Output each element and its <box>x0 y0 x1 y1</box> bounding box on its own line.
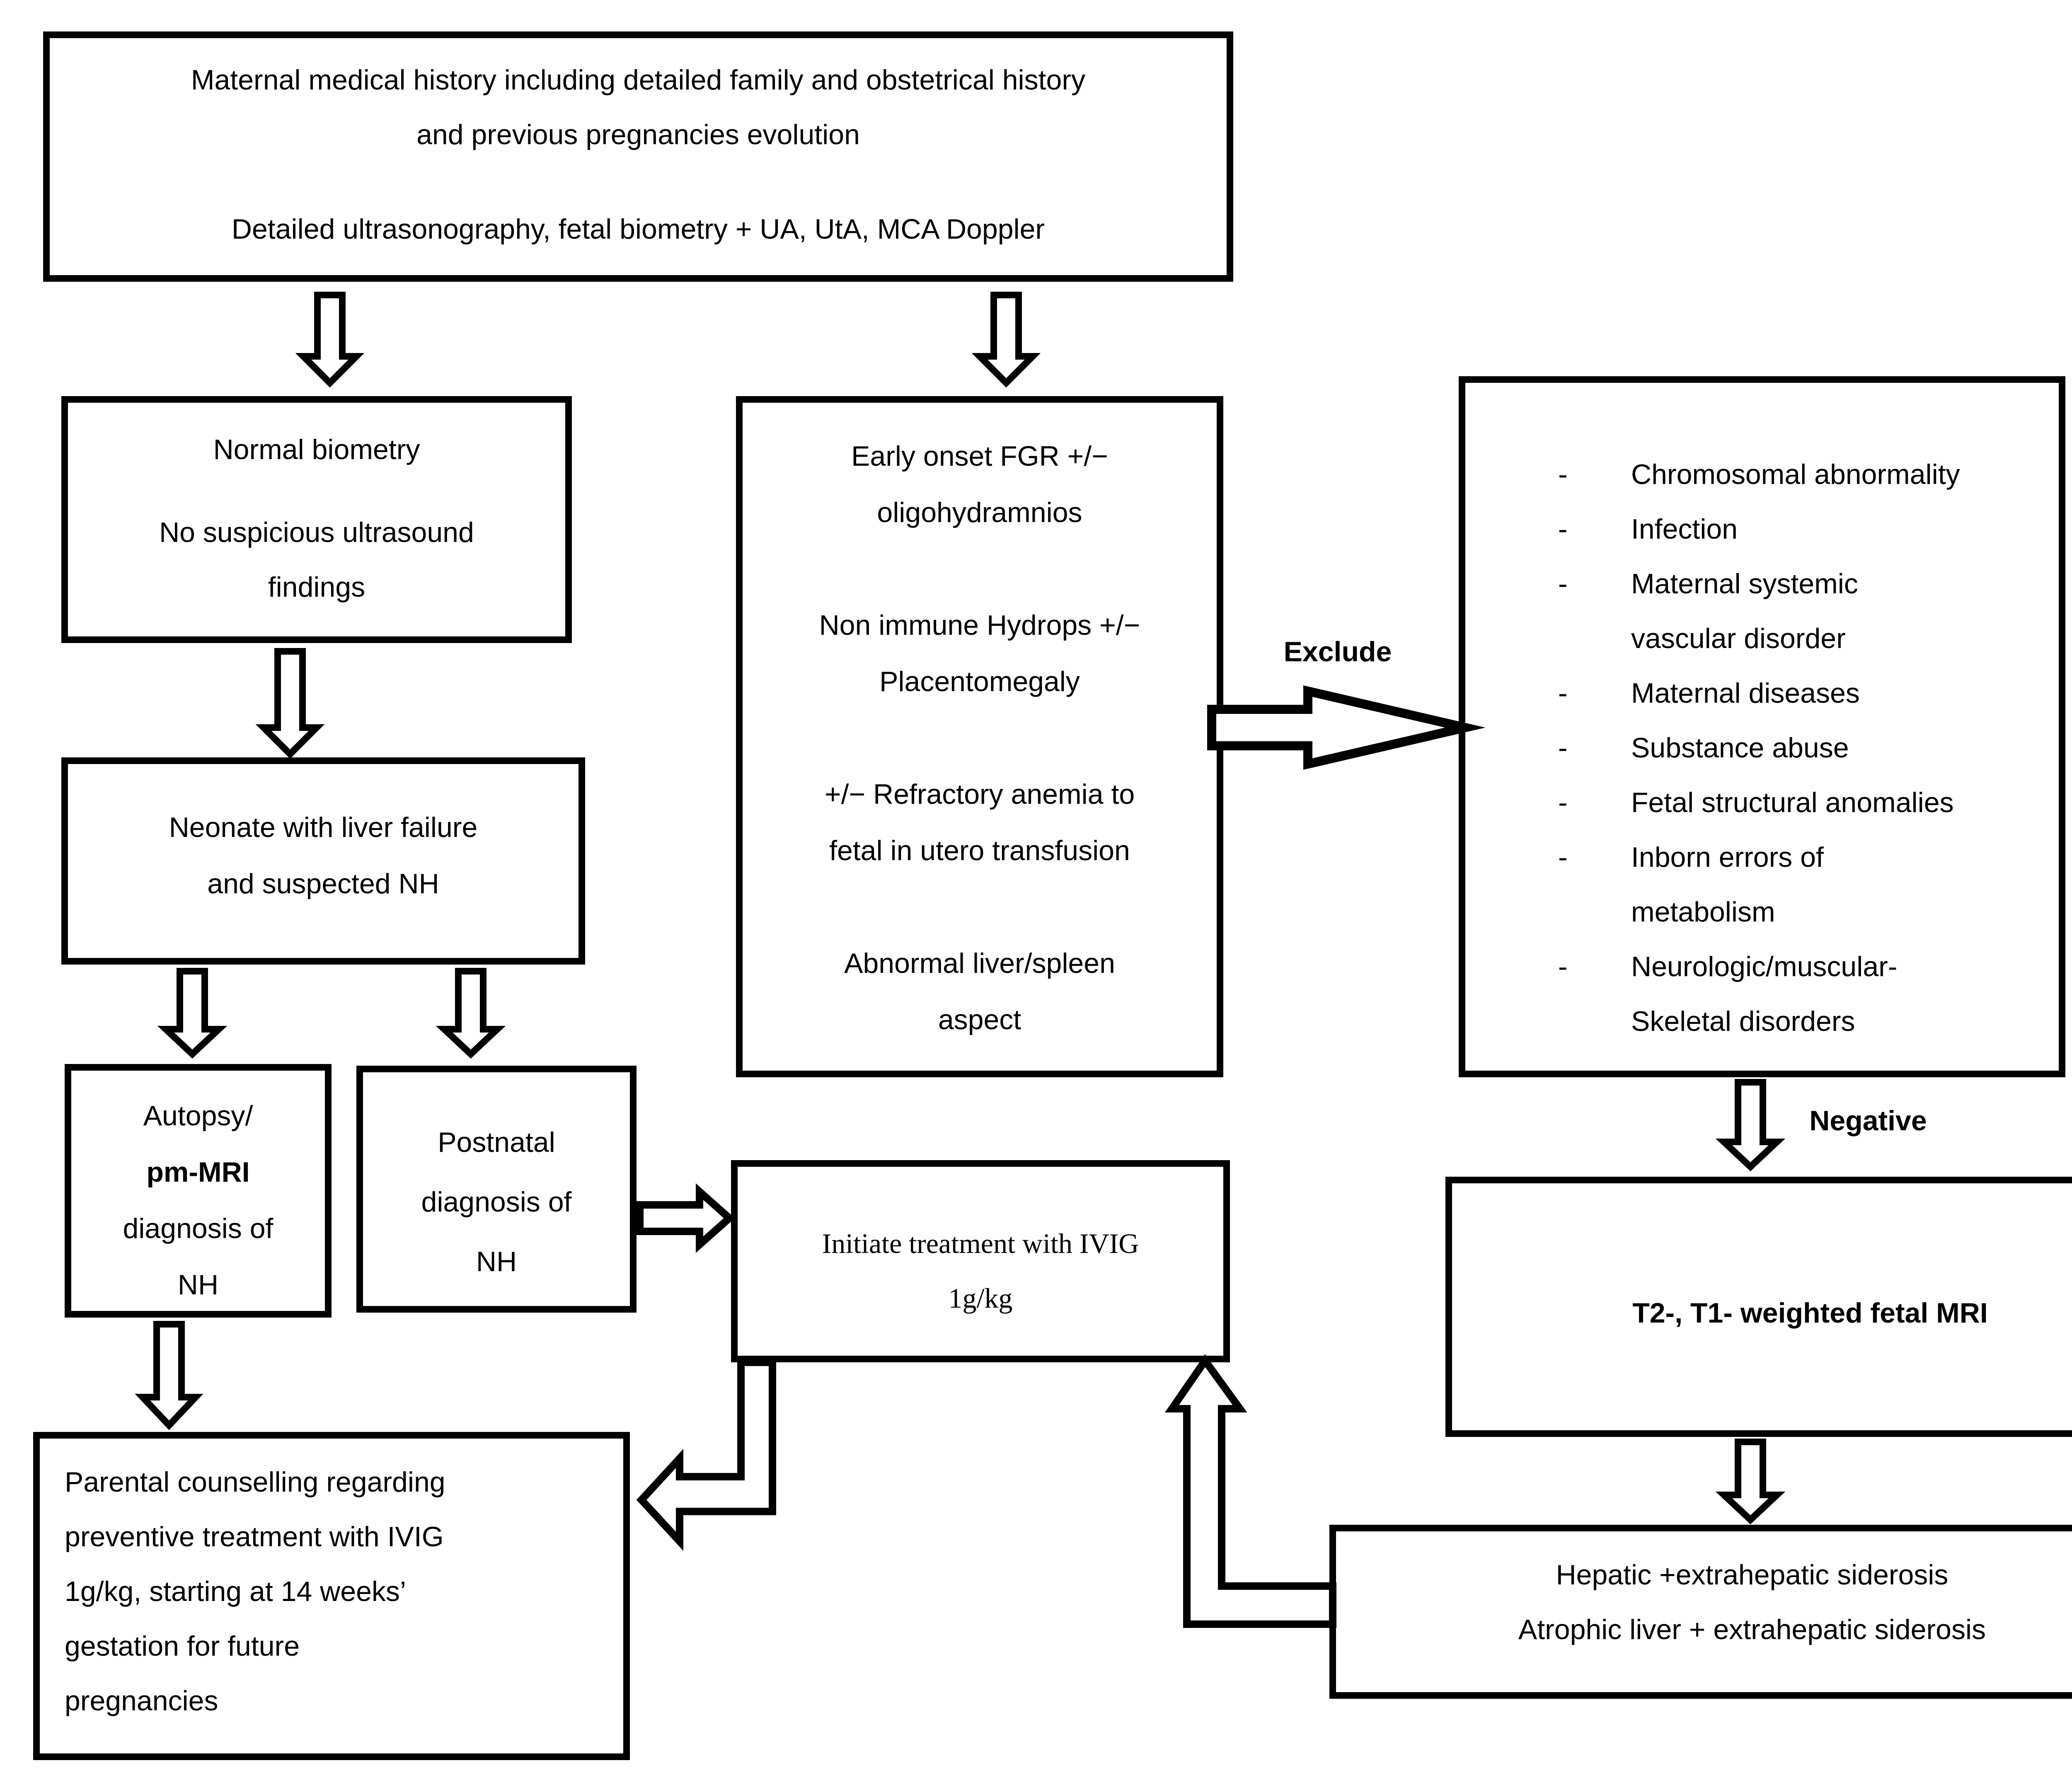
list-item: - Neurologic/muscular- Skeletal disorder… <box>1465 940 2059 1049</box>
list-dash: - <box>1558 951 1568 983</box>
arrow-autopsy-to-parental <box>135 1321 203 1430</box>
box-line: Atrophic liver + extrahepatic siderosis <box>1518 1614 1986 1646</box>
box-line: aspect <box>938 1004 1021 1036</box>
box-line: fetal in utero transfusion <box>829 835 1130 867</box>
spacer <box>743 542 1217 598</box>
box-line: Autopsy/ <box>143 1100 253 1132</box>
box-line: oligohydramnios <box>877 497 1082 529</box>
box-maternal-history: Maternal medical history including detai… <box>43 31 1233 282</box>
box-line: Postnatal <box>438 1127 555 1158</box>
box-exclusion-list: - Chromosomal abnormality - Infection - … <box>1459 376 2065 1077</box>
box-line: Neonate with liver failure <box>169 812 478 844</box>
list-dash: - <box>1558 514 1568 545</box>
list-item-line: vascular disorder <box>1631 623 1846 655</box>
list-item-line: Maternal systemic <box>1631 568 1858 600</box>
box-autopsy-pm-mri: Autopsy/ pm-MRI diagnosis of NH <box>65 1064 332 1318</box>
list-item-line: Neurologic/muscular- <box>1631 951 1898 983</box>
box-line: pregnancies <box>65 1686 218 1717</box>
box-postnatal-diagnosis: Postnatal diagnosis of NH <box>356 1066 637 1313</box>
arrow-exclude-fgr-to-list <box>1207 685 1486 770</box>
label-negative: Negative <box>1809 1105 1927 1137</box>
box-line: Parental counselling regarding <box>65 1467 445 1498</box>
list-item: - Maternal diseases <box>1465 666 2059 721</box>
arrow-mri-to-siderosis <box>1715 1439 1786 1524</box>
list-item: - Inborn errors of metabolism <box>1465 830 2059 940</box>
arrow-normal-to-neonate <box>255 648 325 759</box>
list-item-line: Infection <box>1631 514 1738 545</box>
list-item: - Fetal structural anomalies <box>1465 776 2059 830</box>
spacer <box>743 880 1217 936</box>
label-positive: Positive <box>2050 608 2072 638</box>
list-item-line: Skeletal disorders <box>1631 1006 1855 1037</box>
box-line: Initiate treatment with IVIG <box>822 1228 1139 1260</box>
box-neonate-liver-failure: Neonate with liver failure and suspected… <box>61 757 585 965</box>
box-fetal-mri: T2-, T1- weighted fetal MRI <box>1445 1177 2072 1437</box>
arrow-initiate-to-parental-elbow <box>636 1359 776 1551</box>
box-line: diagnosis of <box>123 1213 274 1245</box>
arrow-history-to-normal-biometry <box>295 292 365 388</box>
list-item-line: metabolism <box>1631 897 1775 928</box>
arrow-history-to-fgr <box>971 292 1041 388</box>
list-item-line: Fetal structural anomalies <box>1631 787 1954 819</box>
spacer <box>68 477 565 505</box>
list-item-line: Chromosomal abnormality <box>1631 459 1960 491</box>
box-line-bold: pm-MRI <box>146 1157 250 1188</box>
list-dash: - <box>1558 459 1568 491</box>
box-line: gestation for future <box>65 1631 300 1662</box>
list-item: - Infection <box>1465 502 2059 557</box>
box-line: NH <box>177 1270 219 1301</box>
box-line: No suspicious ultrasound <box>159 517 474 549</box>
list-dash: - <box>1558 842 1568 873</box>
arrow-neonate-to-autopsy <box>157 968 228 1059</box>
box-normal-biometry: Normal biometry No suspicious ultrasound… <box>61 396 572 643</box>
list-item: - Maternal systemic vascular disorder <box>1465 557 2059 666</box>
list-dash: - <box>1558 787 1568 819</box>
box-line: Normal biometry <box>213 434 420 466</box>
list-item-line: Inborn errors of <box>1631 842 1824 873</box>
spacer <box>743 711 1217 767</box>
list-item: - Chromosomal abnormality <box>1465 447 2059 502</box>
list-item-line: Maternal diseases <box>1631 678 1860 709</box>
arrow-siderosis-to-initiate-elbow <box>1164 1354 1336 1628</box>
box-line: Detailed ultrasonography, fetal biometry… <box>231 214 1045 245</box>
box-line: 1g/kg, starting at 14 weeks’ <box>65 1576 407 1608</box>
list-dash: - <box>1558 678 1568 709</box>
list-dash: - <box>1558 733 1568 764</box>
list-dash: - <box>1558 568 1568 600</box>
box-line: and previous pregnancies evolution <box>416 119 860 151</box>
box-line: +/− Refractory anemia to <box>824 779 1135 810</box>
box-line: preventive treatment with IVIG <box>65 1521 444 1553</box>
arrow-postnatal-to-initiate <box>636 1183 735 1253</box>
spacer <box>50 162 1227 202</box>
box-line: Early onset FGR +/− <box>851 441 1108 472</box>
box-line-bold: T2-, T1- weighted fetal MRI <box>1632 1298 1988 1329</box>
box-siderosis-findings: Hepatic +extrahepatic siderosis Atrophic… <box>1329 1525 2072 1699</box>
box-line: findings <box>268 572 366 603</box>
box-line: Hepatic +extrahepatic siderosis <box>1556 1560 1949 1591</box>
box-line: and suspected NH <box>207 868 439 900</box>
arrow-neonate-to-postnatal <box>436 968 506 1059</box>
box-prenatal-findings: Early onset FGR +/− oligohydramnios Non … <box>736 396 1223 1077</box>
box-line: NH <box>476 1246 517 1278</box>
box-line: diagnosis of <box>421 1187 572 1218</box>
box-line: Abnormal liver/spleen <box>844 948 1115 979</box>
arrow-negative-to-mri <box>1715 1079 1786 1171</box>
label-exclude: Exclude <box>1283 636 1392 668</box>
list-item: - Substance abuse <box>1465 721 2059 776</box>
box-line: 1g/kg <box>948 1283 1013 1314</box>
list-item-line: Substance abuse <box>1631 733 1849 764</box>
box-line: Placentomegaly <box>879 666 1080 698</box>
box-line: Maternal medical history including detai… <box>191 65 1086 96</box>
box-line: Non immune Hydrops +/− <box>819 610 1140 641</box>
box-initiate-ivig: Initiate treatment with IVIG 1g/kg <box>731 1160 1230 1362</box>
box-parental-counselling: Parental counselling regarding preventiv… <box>33 1432 630 1760</box>
